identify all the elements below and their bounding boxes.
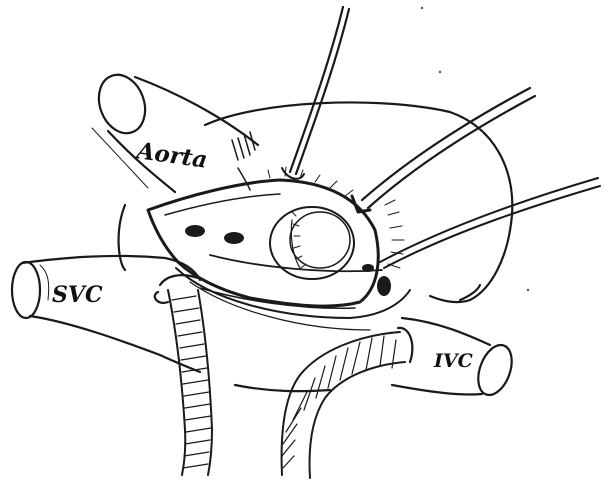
valve-opening [270, 207, 354, 279]
retractor-top [282, 7, 349, 179]
ivc-cannula-tube [282, 328, 413, 478]
retractor-right [380, 178, 600, 268]
retractor-middle [352, 88, 535, 212]
svc-cannula-tube [155, 275, 212, 475]
aorta-label: Aorta [133, 137, 209, 174]
aorta-vessel [91, 68, 258, 192]
sketch-dots [421, 7, 529, 291]
ivc-label: IVC [433, 350, 473, 372]
svc-label: SVC [52, 282, 103, 308]
